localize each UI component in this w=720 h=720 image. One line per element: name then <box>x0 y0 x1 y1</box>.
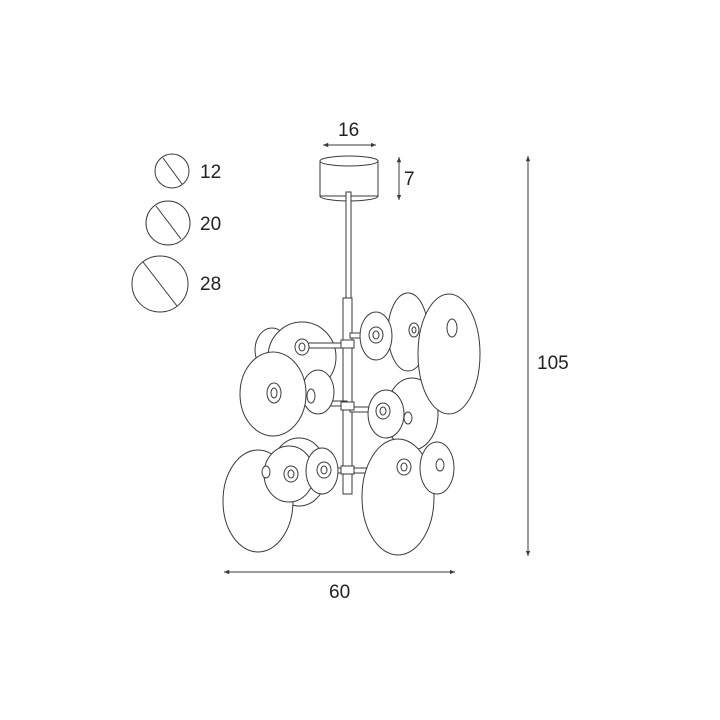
socket <box>316 461 332 479</box>
disc-size-legend: 12 20 28 <box>131 153 221 313</box>
total-height-label: 105 <box>537 353 569 374</box>
glass-disc <box>361 438 435 556</box>
legend-label-12: 12 <box>200 162 221 183</box>
legend-label-20: 20 <box>200 214 221 235</box>
legend-label-28: 28 <box>200 274 221 295</box>
canopy-height-label: 7 <box>404 169 415 190</box>
socket <box>396 458 412 476</box>
total-width-dimension: 60 <box>224 569 455 603</box>
socket <box>403 411 413 425</box>
canopy-width-label: 16 <box>338 120 359 141</box>
socket <box>446 318 458 338</box>
stem-joints <box>340 339 355 475</box>
total-width-label: 60 <box>329 582 350 603</box>
socket <box>261 465 271 479</box>
socket <box>408 322 420 338</box>
socket <box>435 458 445 472</box>
suspension-stem <box>342 191 353 495</box>
socket <box>283 465 299 483</box>
legend-disc-large <box>131 255 189 313</box>
socket <box>375 402 391 420</box>
legend-disc-medium <box>145 200 191 246</box>
socket <box>266 382 282 404</box>
lamp-sockets <box>261 318 458 483</box>
socket <box>294 338 310 356</box>
socket <box>368 326 384 344</box>
legend-disc-small <box>154 153 190 189</box>
glass-disc <box>301 369 335 415</box>
glass-disc <box>417 293 481 415</box>
canopy-height-dimension: 7 <box>396 157 415 200</box>
total-height-dimension: 105 <box>525 156 569 556</box>
canopy-width-dimension: 16 <box>323 120 376 148</box>
socket <box>306 388 316 404</box>
